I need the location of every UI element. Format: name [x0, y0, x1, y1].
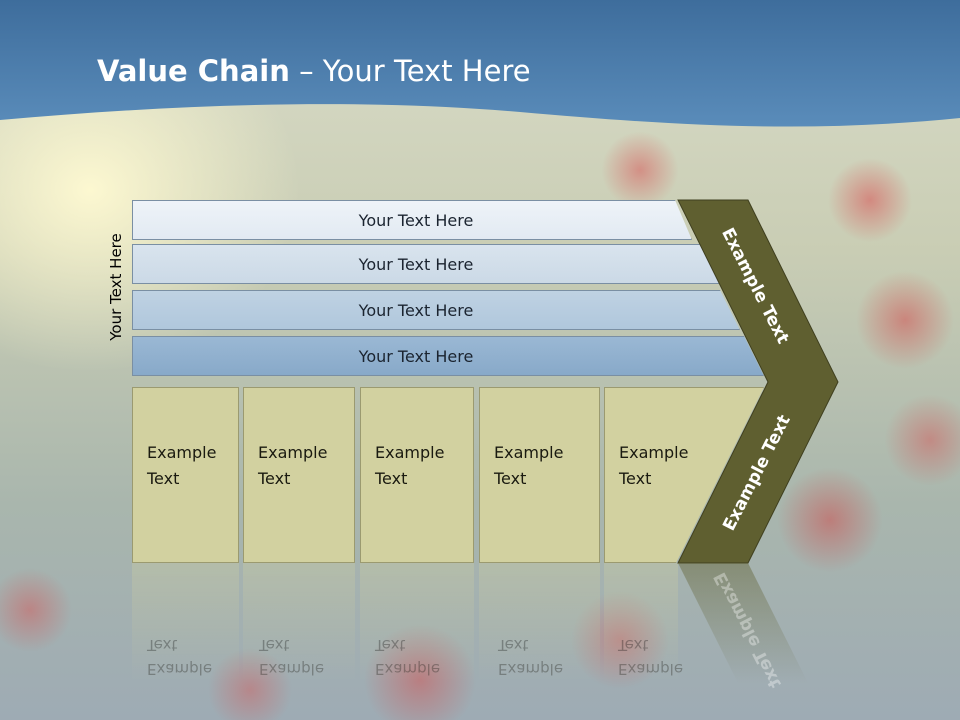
box-line-2: Text	[375, 469, 408, 488]
support-bar-2: Your Text Here	[132, 244, 740, 284]
support-bar-label: Your Text Here	[358, 300, 474, 320]
primary-activity-box-3: Example Text	[360, 387, 474, 563]
support-bar-label: Your Text Here	[358, 346, 474, 366]
box-line-1: Example	[494, 443, 564, 462]
box-line-1: Example	[619, 443, 689, 462]
header-banner	[0, 0, 960, 127]
box-line-2: Text	[494, 469, 527, 488]
support-bar-label: Your Text Here	[358, 254, 474, 274]
box-line-2: Text	[258, 469, 291, 488]
support-bar-label: Your Text Here	[358, 210, 474, 230]
box-line-1: Example	[147, 443, 217, 462]
box-line-1: Example	[258, 443, 328, 462]
title-bold: Value Chain	[97, 54, 290, 88]
box-line-2: Text	[147, 469, 180, 488]
title-rest: – Your Text Here	[289, 54, 531, 88]
primary-activity-box-1: Example Text	[132, 387, 239, 563]
support-bar-4: Your Text Here	[132, 336, 764, 376]
support-bar-3: Your Text Here	[132, 290, 740, 330]
box-line-1: Example	[375, 443, 445, 462]
primary-activity-box-2: Example Text	[243, 387, 355, 563]
box-line-2: Text	[619, 469, 652, 488]
primary-activity-box-4: Example Text	[479, 387, 600, 563]
support-bar-1: Your Text Here	[132, 200, 692, 240]
slide-title: Value Chain – Your Text Here	[97, 54, 531, 88]
